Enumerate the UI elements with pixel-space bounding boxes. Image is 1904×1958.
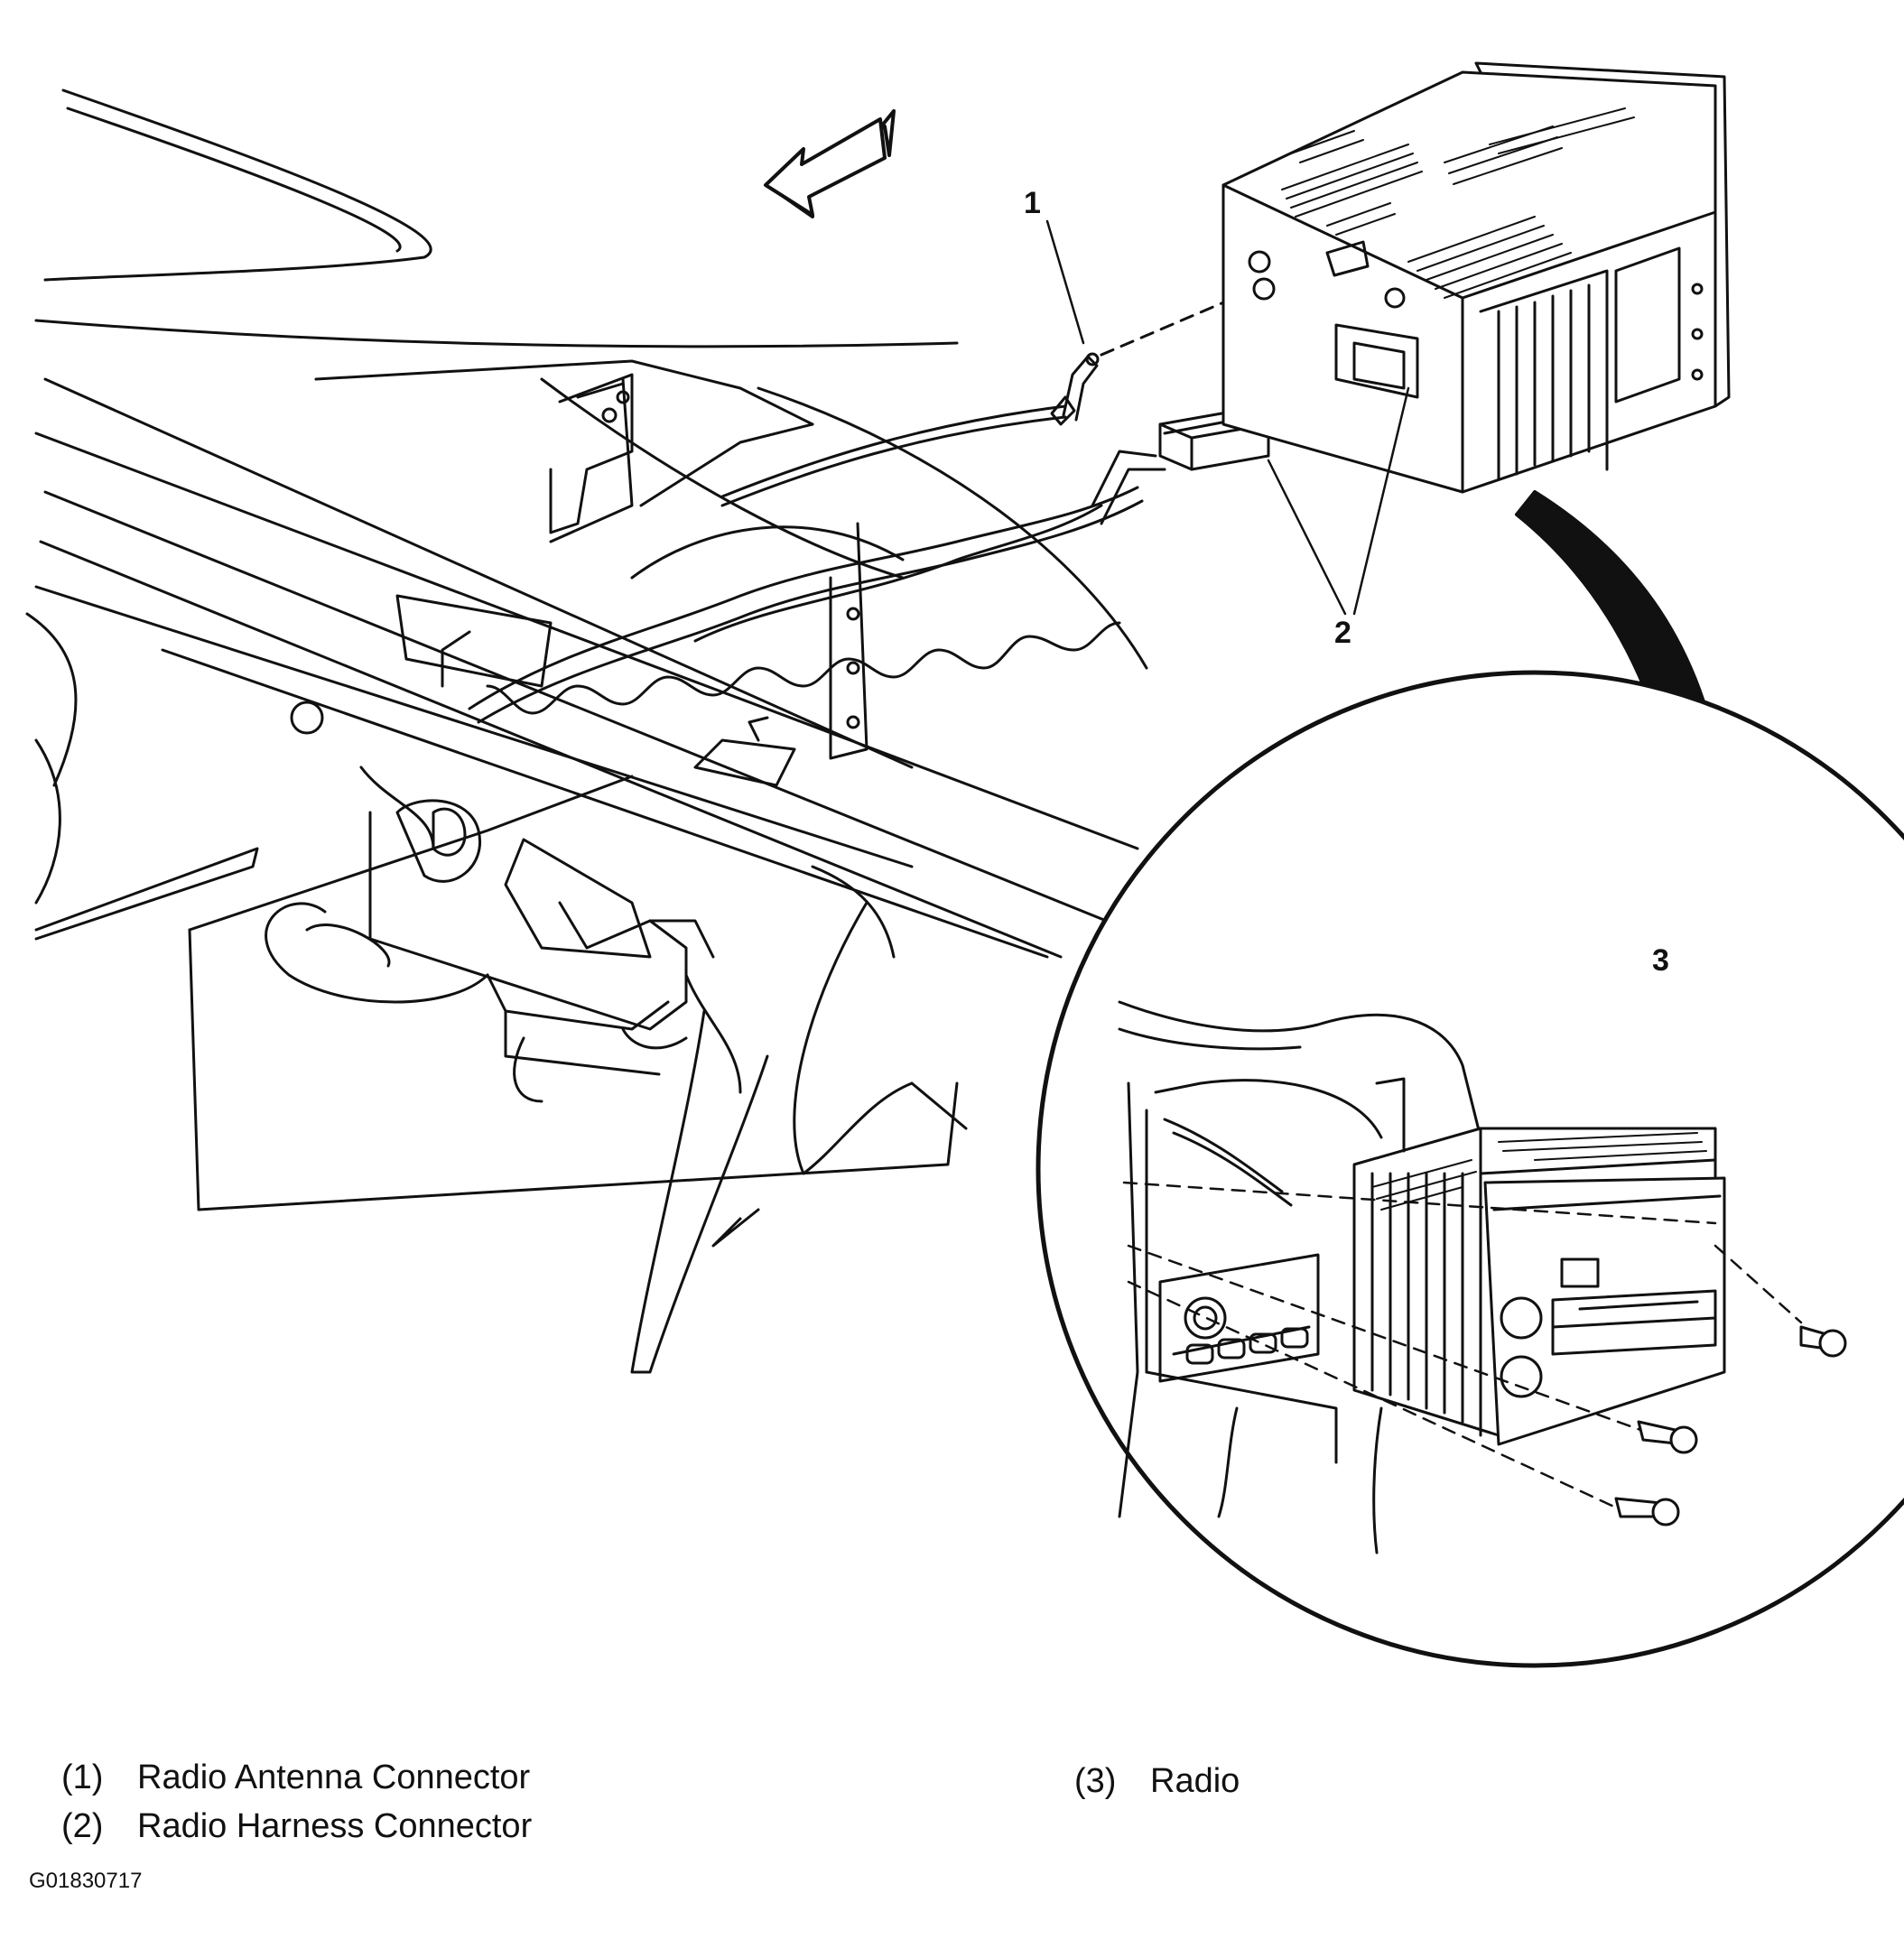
legend-number: (1)	[61, 1758, 104, 1796]
wire-harness	[468, 450, 1166, 724]
mounting-bracket	[549, 373, 868, 760]
legend-label: Radio Antenna Connector	[137, 1758, 531, 1796]
installation-diagram	[25, 61, 1904, 1668]
callout-2: 2	[1334, 616, 1351, 650]
screw-icon	[1614, 1325, 1847, 1526]
legend-item: (2) Radio Harness Connector	[61, 1807, 532, 1846]
dash-bracket	[265, 701, 742, 1103]
figure-id: G01830717	[29, 1869, 143, 1893]
instrument-panel-frame	[25, 88, 1148, 1211]
legend-number: (2)	[61, 1807, 104, 1845]
forward-direction-arrow-icon	[764, 109, 896, 218]
side-pillar	[630, 865, 968, 1374]
detail-view	[1036, 670, 1904, 1668]
callout-1: 1	[1024, 186, 1041, 220]
legend-label: Radio Harness Connector	[137, 1807, 533, 1845]
legend-item: (1) Radio Antenna Connector	[61, 1758, 530, 1797]
antenna-cable	[720, 285, 1261, 507]
legend-item: (3) Radio	[1074, 1762, 1240, 1801]
legend-number: (3)	[1074, 1762, 1117, 1800]
legend-label: Radio	[1150, 1762, 1240, 1800]
callout-3: 3	[1652, 943, 1669, 978]
radio-unit	[1221, 61, 1731, 494]
